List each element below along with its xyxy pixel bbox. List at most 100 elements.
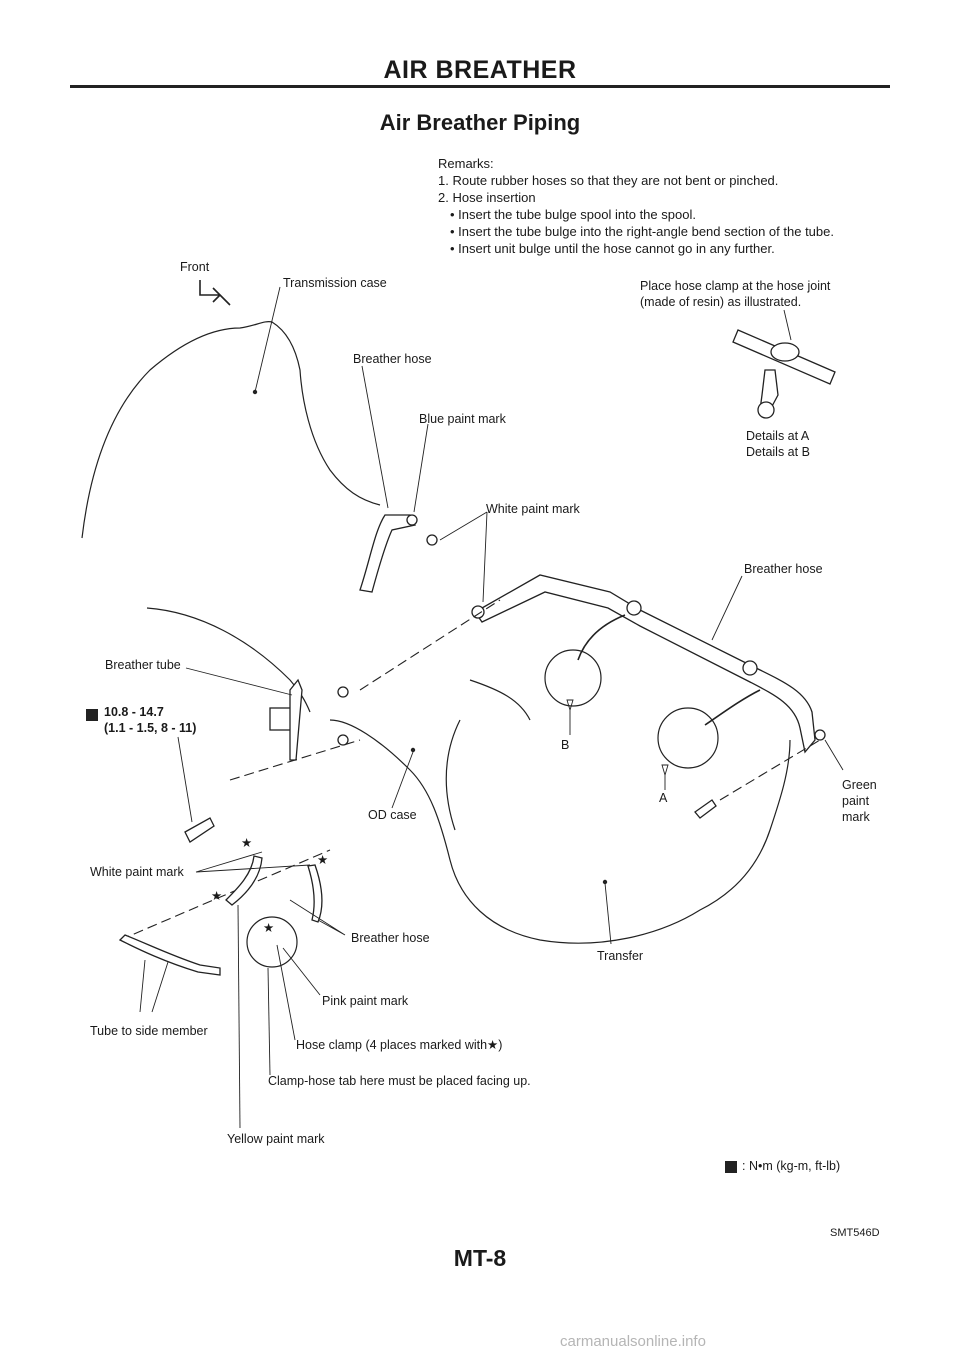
remarks-item-1: 1. Route rubber hoses so that they are n…	[438, 173, 779, 188]
leader-breather-tube	[185, 667, 293, 696]
od-case-outline	[329, 719, 791, 944]
leader-green-paint	[824, 739, 844, 771]
label-hose-clamp-text: Hose clamp (4 places marked with	[296, 1038, 488, 1052]
section-title: Air Breather Piping	[379, 110, 581, 135]
green-mark-connector	[694, 799, 717, 819]
centerline-3	[719, 739, 821, 801]
torque-wrench-icon	[86, 709, 98, 721]
label-breather-tube: Breather tube	[105, 658, 181, 672]
centerline-2	[229, 739, 361, 781]
star-icon: ★	[487, 1038, 499, 1052]
transmission-case-outline	[81, 321, 381, 539]
label-breather-hose-1: Breather hose	[353, 352, 432, 366]
hose-end-blue-mark	[406, 514, 418, 526]
leader-white-paint-2	[195, 851, 311, 873]
figure-code: SMT546D	[830, 1227, 880, 1239]
tube-end-connector-lower	[337, 734, 349, 746]
breather-tube-main	[474, 574, 816, 754]
clamp-detail-bolt	[757, 401, 775, 419]
leader-tube-side-member	[139, 959, 169, 1013]
front-arrow-icon	[199, 280, 231, 306]
label-green-paint-1: Green	[842, 778, 877, 792]
lower-hose-right	[307, 864, 323, 923]
centerline-4	[119, 849, 331, 941]
label-hose-clamp: Hose clamp (4 places marked with★)	[296, 1037, 502, 1053]
leader-breather-hose-3	[289, 899, 346, 936]
label-pink-paint-mark: Pink paint mark	[322, 994, 409, 1008]
upper-breather-hose	[359, 514, 416, 593]
leader-breather-hose-1	[361, 365, 389, 509]
label-front: Front	[180, 260, 210, 274]
remarks-block: Remarks: 1. Route rubber hoses so that t…	[438, 155, 834, 257]
star-marker-3: ★	[211, 889, 223, 903]
leader-blue-paint	[413, 423, 429, 513]
centerline-1	[359, 599, 501, 691]
leader-transmission-case	[254, 286, 281, 393]
label-clamp-hose-tab: Clamp-hose tab here must be placed facin…	[268, 1074, 531, 1088]
leader-pink-paint	[282, 947, 321, 996]
label-clamp-note-1: Place hose clamp at the hose joint	[640, 279, 831, 293]
dot-transfer	[602, 879, 608, 885]
label-breather-hose-2: Breather hose	[744, 562, 823, 576]
label-breather-hose-3: Breather hose	[351, 931, 430, 945]
label-transfer: Transfer	[597, 949, 644, 963]
label-details-b: Details at B	[746, 445, 810, 459]
label-marker-b: B	[561, 738, 570, 752]
label-white-paint-mark-2: White paint mark	[90, 865, 184, 879]
leader-transfer	[604, 882, 612, 945]
label-details-a: Details at A	[746, 429, 810, 443]
dot-od-case	[410, 747, 416, 753]
leader-white-paint-1	[439, 511, 488, 603]
header-rule	[70, 85, 890, 88]
breather-tube-vertical	[289, 678, 303, 761]
watermark-text: carmanualsonline.info	[560, 1333, 706, 1350]
label-tube-to-side-member: Tube to side member	[90, 1024, 208, 1038]
remarks-item-2: 2. Hose insertion	[438, 190, 536, 205]
tube-end-green-mark	[814, 729, 826, 741]
dot-transmission-case	[252, 389, 258, 395]
label-blue-paint-mark: Blue paint mark	[419, 412, 506, 426]
label-torque-1: 10.8 - 14.7	[104, 705, 164, 719]
leader-od-case	[391, 751, 414, 809]
detail-hose-clamp-circle	[246, 916, 298, 968]
breather-hose-joint-2	[742, 660, 758, 676]
tube-end-connector-upper	[337, 686, 349, 698]
star-marker-2: ★	[317, 853, 329, 867]
remarks-heading: Remarks:	[438, 156, 494, 171]
marker-b-arrow-icon	[566, 699, 574, 735]
leader-clamp-note	[783, 309, 792, 341]
remarks-bullet-1: • Insert the tube bulge spool into the s…	[450, 207, 696, 222]
remarks-bullet-3: • Insert unit bulge until the hose canno…	[450, 241, 775, 256]
star-marker-1: ★	[241, 836, 253, 850]
label-torque-2: (1.1 - 1.5, 8 - 11)	[104, 721, 197, 735]
tube-end-white-mark	[471, 605, 485, 619]
tube-to-side-member	[118, 934, 221, 976]
torque-legend-icon	[725, 1161, 737, 1173]
remarks-bullet-2: • Insert the tube bulge into the right-a…	[450, 224, 834, 239]
page-header-title: AIR BREATHER	[383, 56, 577, 84]
transfer-outline	[445, 679, 531, 831]
leader-hose-clamp	[276, 944, 296, 1041]
leader-yellow-paint	[237, 904, 241, 1129]
clamp-detail-joint	[770, 342, 800, 362]
lower-hose-left	[225, 855, 263, 906]
label-green-paint-3: mark	[842, 810, 870, 824]
label-clamp-note-2: (made of resin) as illustrated.	[640, 295, 802, 309]
transmission-lower-outline	[146, 607, 311, 713]
label-torque-unit: : N•m (kg-m, ft-lb)	[742, 1159, 841, 1173]
star-marker-4: ★	[263, 921, 275, 935]
leader-breather-hose-2	[711, 575, 743, 641]
label-green-paint-2: paint	[842, 794, 870, 808]
breather-hose-joint-1	[626, 600, 642, 616]
label-white-paint-mark-1: White paint mark	[486, 502, 580, 516]
label-yellow-paint-mark: Yellow paint mark	[227, 1132, 325, 1146]
label-marker-a: A	[659, 791, 668, 805]
page-number: MT-8	[453, 1245, 507, 1271]
detail-b-circle	[544, 649, 602, 707]
bolt-icon	[184, 817, 215, 843]
detail-a-arrow-icon	[704, 689, 761, 726]
leader-torque	[177, 736, 193, 823]
label-od-case: OD case	[368, 808, 417, 822]
detail-b-arrow-icon	[577, 614, 626, 661]
